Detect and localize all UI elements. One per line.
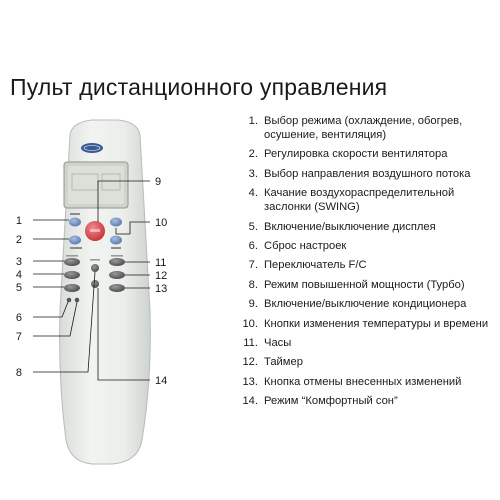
legend-item: 4.Качание воздухораспределительной засло…: [248, 187, 455, 214]
callout-5: 5: [16, 282, 22, 294]
legend-item: 5.Включение/выключение дисплея: [248, 220, 436, 233]
timer-button[interactable]: [109, 271, 125, 279]
legend-item: 12.Таймер: [242, 356, 303, 369]
swing-button[interactable]: [64, 271, 80, 279]
callout-12: 12: [155, 270, 167, 282]
callout-6: 6: [16, 312, 22, 324]
legend-list: 1.Выбор режима (охлаждение, обогрев, осу…: [240, 114, 496, 413]
legend-item: 8.Режим повышенной мощности (Турбо): [248, 278, 465, 291]
callout-4: 4: [16, 269, 22, 281]
legend-item: 10.Кнопки изменения температуры и времен…: [242, 317, 489, 330]
brand-logo: [81, 143, 103, 153]
air-direction-button[interactable]: [64, 258, 80, 266]
page-title: Пульт дистанционного управления: [10, 74, 388, 100]
callout-2: 2: [16, 234, 22, 246]
legend-item: 13.Кнопка отмены внесенных изменений: [242, 375, 462, 388]
mode-button[interactable]: [69, 217, 81, 227]
legend-item: 11.Часы: [243, 336, 292, 349]
sleep-button[interactable]: [91, 280, 99, 288]
legend-item: 14.Режим “Комфортный сон”: [242, 395, 398, 408]
fc-switch-button[interactable]: [74, 297, 80, 303]
cancel-button[interactable]: [109, 284, 125, 292]
legend-item: 9.Включение/выключение кондиционера: [248, 298, 467, 311]
legend-item: 6.Сброс настроек: [248, 239, 347, 252]
callout-3: 3: [16, 256, 22, 268]
callout-11: 11: [155, 257, 166, 269]
turbo-button[interactable]: [91, 264, 99, 272]
callout-7: 7: [16, 331, 22, 343]
callout-9: 9: [155, 176, 161, 188]
callout-10: 10: [155, 217, 167, 229]
callout-lines: [33, 180, 150, 381]
temp-down-button[interactable]: [110, 235, 122, 245]
callout-8: 8: [16, 367, 22, 379]
legend-item: 7.Переключатель F/C: [248, 259, 367, 272]
clock-button[interactable]: [109, 258, 125, 266]
legend-item: 2.Регулировка скорости вентилятора: [248, 148, 448, 161]
callout-14: 14: [155, 375, 167, 387]
fan-speed-button[interactable]: [69, 235, 81, 245]
callout-1: 1: [16, 215, 22, 227]
temp-up-button[interactable]: [110, 217, 122, 227]
legend-item: 1.Выбор режима (охлаждение, обогрев, осу…: [248, 115, 463, 141]
reset-button[interactable]: [66, 297, 72, 303]
legend-item: 3.Выбор направления воздушного потока: [248, 167, 471, 180]
callout-13: 13: [155, 283, 167, 295]
display-button[interactable]: [64, 284, 80, 292]
